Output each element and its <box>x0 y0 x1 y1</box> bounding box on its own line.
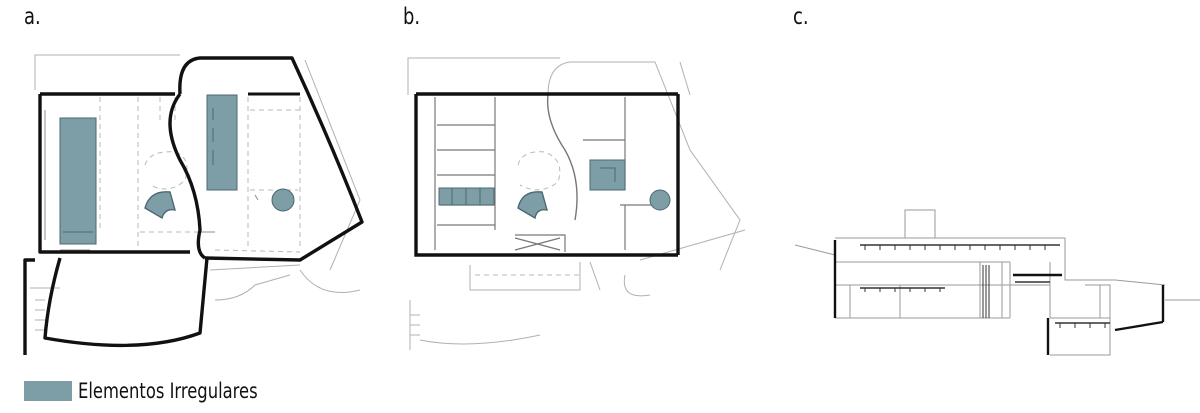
plan-b <box>407 57 746 350</box>
irregular-element-a2 <box>206 94 238 191</box>
panel-label-a: a. <box>24 4 41 30</box>
panel-label-c: c. <box>793 4 809 30</box>
irregular-element-b3 <box>649 189 671 211</box>
legend-label: Elementos Irregulares <box>78 379 258 403</box>
irregular-element-b2 <box>589 159 626 191</box>
legend-swatch <box>24 381 72 401</box>
panel-label-b: b. <box>403 4 421 30</box>
irregular-element-a1 <box>59 117 97 245</box>
irregular-element-a3 <box>271 188 295 212</box>
legend: Elementos Irregulares <box>24 378 308 404</box>
irregular-stair-a <box>144 191 176 220</box>
irregular-stair-b <box>517 191 548 220</box>
section-c <box>794 209 1200 356</box>
plan-a <box>23 54 364 355</box>
